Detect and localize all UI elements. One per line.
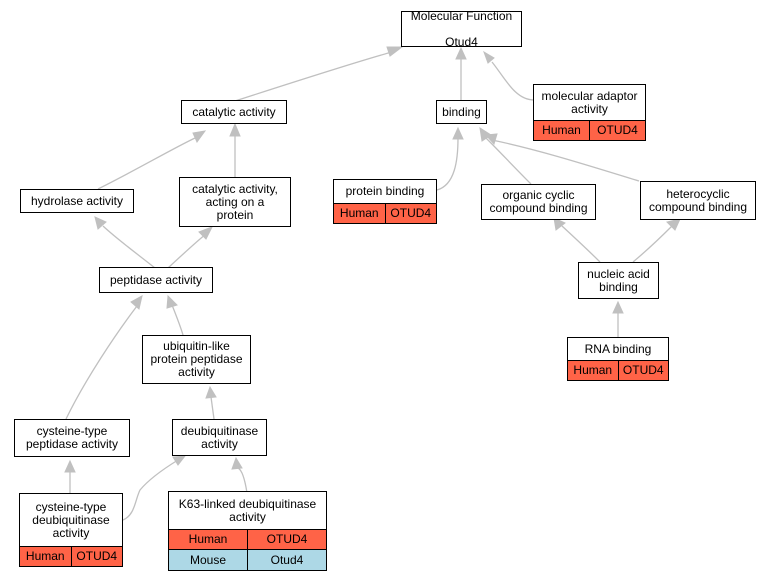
node-label: K63-linked deubiquitinase activity	[178, 496, 317, 524]
annotation-row-human: Human OTUD4	[169, 529, 326, 549]
species-cell: Human	[169, 530, 247, 549]
arrowhead-binding-left	[452, 126, 464, 140]
species-cell: Human	[568, 361, 618, 380]
gene-cell: OTUD4	[70, 547, 122, 566]
node-catalytic-activity[interactable]: catalytic activity	[181, 100, 287, 124]
node-label: nucleic acid binding	[587, 266, 650, 294]
annotation-row: Human OTUD4	[20, 546, 122, 566]
node-label: ubiquitin-like protein peptidase activit…	[150, 339, 243, 379]
node-label: cysteine-type deubiquitinase activity	[32, 499, 110, 540]
edge-hetero-to-binding	[491, 139, 640, 182]
node-ubiquitin-like-peptidase-activity[interactable]: ubiquitin-like protein peptidase activit…	[142, 335, 251, 384]
gene-cell: OTUD4	[589, 121, 645, 140]
arrowhead-organic-bottom	[553, 217, 566, 231]
annotation-row-mouse: Mouse Otud4	[169, 549, 326, 570]
node-label: catalytic activity	[192, 104, 276, 119]
node-label: molecular adaptor activity	[541, 88, 638, 116]
arrowhead-deub-right	[231, 456, 243, 470]
node-label: protein binding	[345, 184, 425, 198]
arrowhead-root-left	[386, 46, 404, 57]
gene-cell: OTUD4	[247, 530, 326, 549]
edge-protbind-to-binding	[436, 137, 459, 191]
node-protein-binding[interactable]: protein binding Human OTUD4	[333, 179, 437, 224]
node-peptidase-activity[interactable]: peptidase activity	[99, 267, 213, 293]
node-label: binding	[442, 104, 481, 119]
arrowhead-binding-center	[479, 126, 492, 142]
arrowhead-catprot-bottom	[198, 226, 214, 240]
arrowhead-peptidase-right	[166, 294, 178, 309]
edge-nucleic-to-hetero	[632, 225, 673, 263]
edge-k63-to-deub	[237, 467, 248, 494]
edge-peptidase-to-catprot	[167, 233, 207, 269]
edge-organic-to-binding	[485, 137, 532, 185]
node-label: organic cyclic compound binding	[489, 188, 588, 215]
species-cell: Human	[334, 204, 385, 223]
node-catalytic-activity-on-protein[interactable]: catalytic activity, acting on a protein	[179, 177, 291, 227]
node-k63-linked-deubiquitinase-activity[interactable]: K63-linked deubiquitinase activity Human…	[168, 491, 327, 571]
node-hydrolase-activity[interactable]: hydrolase activity	[20, 189, 134, 213]
edge-nucleic-to-organic	[561, 225, 601, 263]
annotation-row: Human OTUD4	[334, 203, 436, 223]
node-cysteine-type-peptidase-activity[interactable]: cysteine-type peptidase activity	[14, 419, 130, 457]
node-label: deubiquitinase activity	[180, 423, 259, 451]
node-rna-binding[interactable]: RNA binding Human OTUD4	[567, 337, 669, 381]
node-label: hydrolase activity	[30, 193, 124, 208]
root-title: Molecular Function	[410, 8, 513, 23]
node-deubiquitinase-activity[interactable]: deubiquitinase activity	[172, 419, 267, 456]
annotation-row: Human OTUD4	[534, 120, 645, 140]
node-label: catalytic activity, acting on a protein	[192, 181, 278, 222]
node-label: peptidase activity	[109, 272, 203, 287]
arrowhead-hetero-bottom	[666, 218, 681, 231]
species-cell: Human	[534, 121, 589, 140]
arrowhead-hydrolase-bottom	[94, 216, 107, 230]
node-nucleic-acid-binding[interactable]: nucleic acid binding	[578, 262, 659, 299]
edge-hydrolase-to-catalytic	[97, 137, 196, 190]
node-label: heterocyclic compound binding	[648, 186, 748, 214]
arrowhead-binding-right	[484, 133, 498, 146]
node-label: cysteine-type peptidase activity	[25, 424, 119, 451]
node-molecular-adaptor-activity[interactable]: molecular adaptor activity Human OTUD4	[533, 84, 646, 141]
edge-ubl-to-peptidase	[171, 304, 184, 336]
edge-cyspep-to-peptidase	[65, 305, 138, 420]
arrowhead-root-right	[483, 50, 495, 64]
arrowhead-cyspep-bottom	[64, 459, 76, 473]
arrowhead-peptidase-left	[130, 295, 143, 310]
annotation-row: Human OTUD4	[568, 360, 668, 380]
gene-cell: OTUD4	[617, 361, 668, 380]
edge-peptidase-to-hydrolase	[102, 225, 156, 269]
root-gene: Otud4	[445, 34, 478, 49]
arrowhead-nucleic-bottom	[612, 300, 624, 314]
arrowhead-catalytic-bottom	[229, 122, 241, 137]
gene-cell: Otud4	[247, 550, 326, 570]
edge-catalytic-to-root	[234, 51, 393, 102]
node-heterocyclic-compound-binding[interactable]: heterocyclic compound binding	[640, 181, 756, 220]
node-root[interactable]: Molecular Function Otud4	[401, 8, 522, 49]
node-organic-cyclic-compound-binding[interactable]: organic cyclic compound binding	[481, 184, 596, 220]
edge-deub-to-ubl	[210, 396, 215, 420]
node-cysteine-type-deubiquitinase-activity[interactable]: cysteine-type deubiquitinase activity Hu…	[19, 493, 123, 567]
edge-cysdeub-to-deub	[122, 459, 179, 521]
edge-adaptor-to-root	[491, 61, 535, 101]
node-label: RNA binding	[584, 341, 652, 356]
species-cell: Mouse	[169, 550, 247, 570]
arrowhead-deub-left	[172, 455, 187, 466]
node-binding[interactable]: binding	[436, 100, 487, 124]
arrowhead-ubl-bottom	[205, 385, 217, 399]
arrowhead-catalytic-left	[192, 130, 207, 143]
species-cell: Human	[20, 547, 71, 566]
gene-cell: OTUD4	[384, 204, 436, 223]
arrowhead-root-center	[455, 46, 467, 60]
